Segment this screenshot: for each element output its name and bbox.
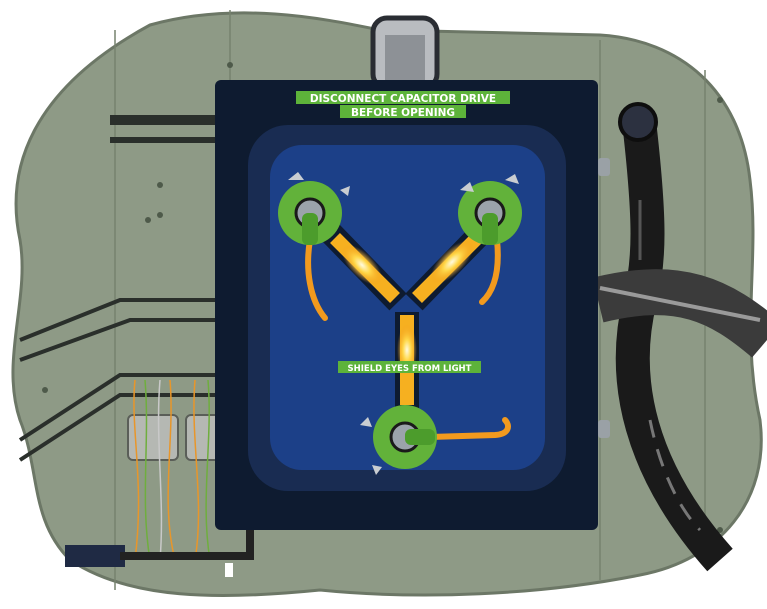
left-wiring: [18, 115, 220, 462]
junction-boxes: [127, 414, 221, 461]
window-clips: [598, 158, 610, 438]
colored-wires: [133, 379, 211, 561]
rivets: [42, 62, 723, 548]
warning-label-line1: DISCONNECT CAPACITOR DRIVE: [310, 93, 496, 105]
black-hose: [592, 102, 767, 572]
bottom-connector: [65, 530, 254, 577]
electrode-top-left: [278, 172, 350, 245]
warning-label: DISCONNECT CAPACITOR DRIVE BEFORE OPENIN…: [296, 91, 510, 119]
electrode-top-right: [458, 174, 522, 245]
shield-eyes-label: SHIELD EYES FROM LIGHT: [338, 361, 481, 374]
electrode-bottom: [360, 405, 437, 475]
shield-eyes-text: SHIELD EYES FROM LIGHT: [348, 364, 472, 374]
top-cylinder: [370, 15, 440, 91]
orange-tubes: [305, 237, 511, 440]
warning-label-line2: BEFORE OPENING: [351, 107, 455, 119]
